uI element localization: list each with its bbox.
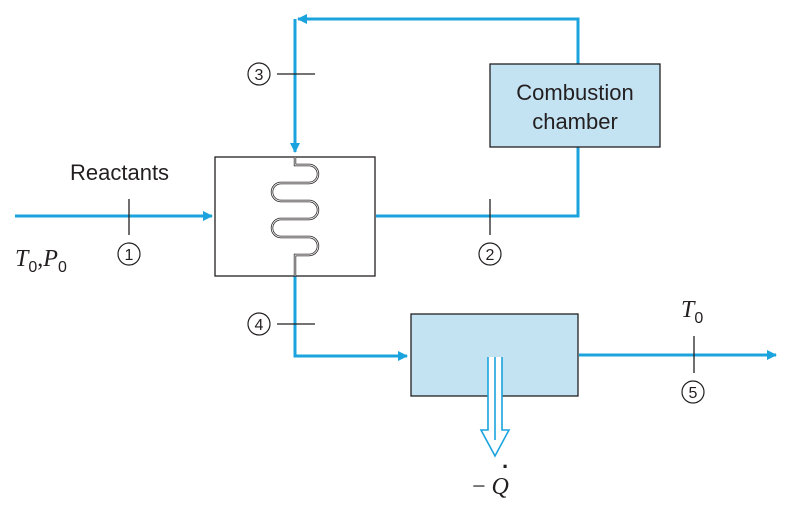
state-3-marker: 3 xyxy=(247,62,271,86)
state-1-marker: 1 xyxy=(117,242,141,266)
flow-lines xyxy=(15,14,777,361)
reactants-label: Reactants xyxy=(70,160,169,185)
state-1-label: 1 xyxy=(125,247,134,264)
state-4-label: 4 xyxy=(255,317,264,334)
heat-rate-label: −Q xyxy=(472,474,509,500)
state-4-marker: 4 xyxy=(247,312,271,336)
state-2-label: 2 xyxy=(486,247,495,264)
state-5-marker: 5 xyxy=(681,380,705,404)
stream-4-line xyxy=(293,276,408,361)
state-2-marker: 2 xyxy=(478,242,502,266)
state-3-label: 3 xyxy=(255,67,264,84)
state-5-label: 5 xyxy=(689,385,698,402)
combustion-chamber-box xyxy=(489,63,661,148)
outlet-temperature-label: T0 xyxy=(681,297,703,327)
heat-exchanger-coil-inner xyxy=(271,157,319,276)
heat-rate-dot: · xyxy=(502,454,509,479)
inlet-conditions-label: T0,P0 xyxy=(15,246,67,276)
combustion-label-line2: chamber xyxy=(532,109,618,134)
state-ticks xyxy=(128,73,695,373)
combustion-label-line1: Combustion xyxy=(516,80,633,105)
